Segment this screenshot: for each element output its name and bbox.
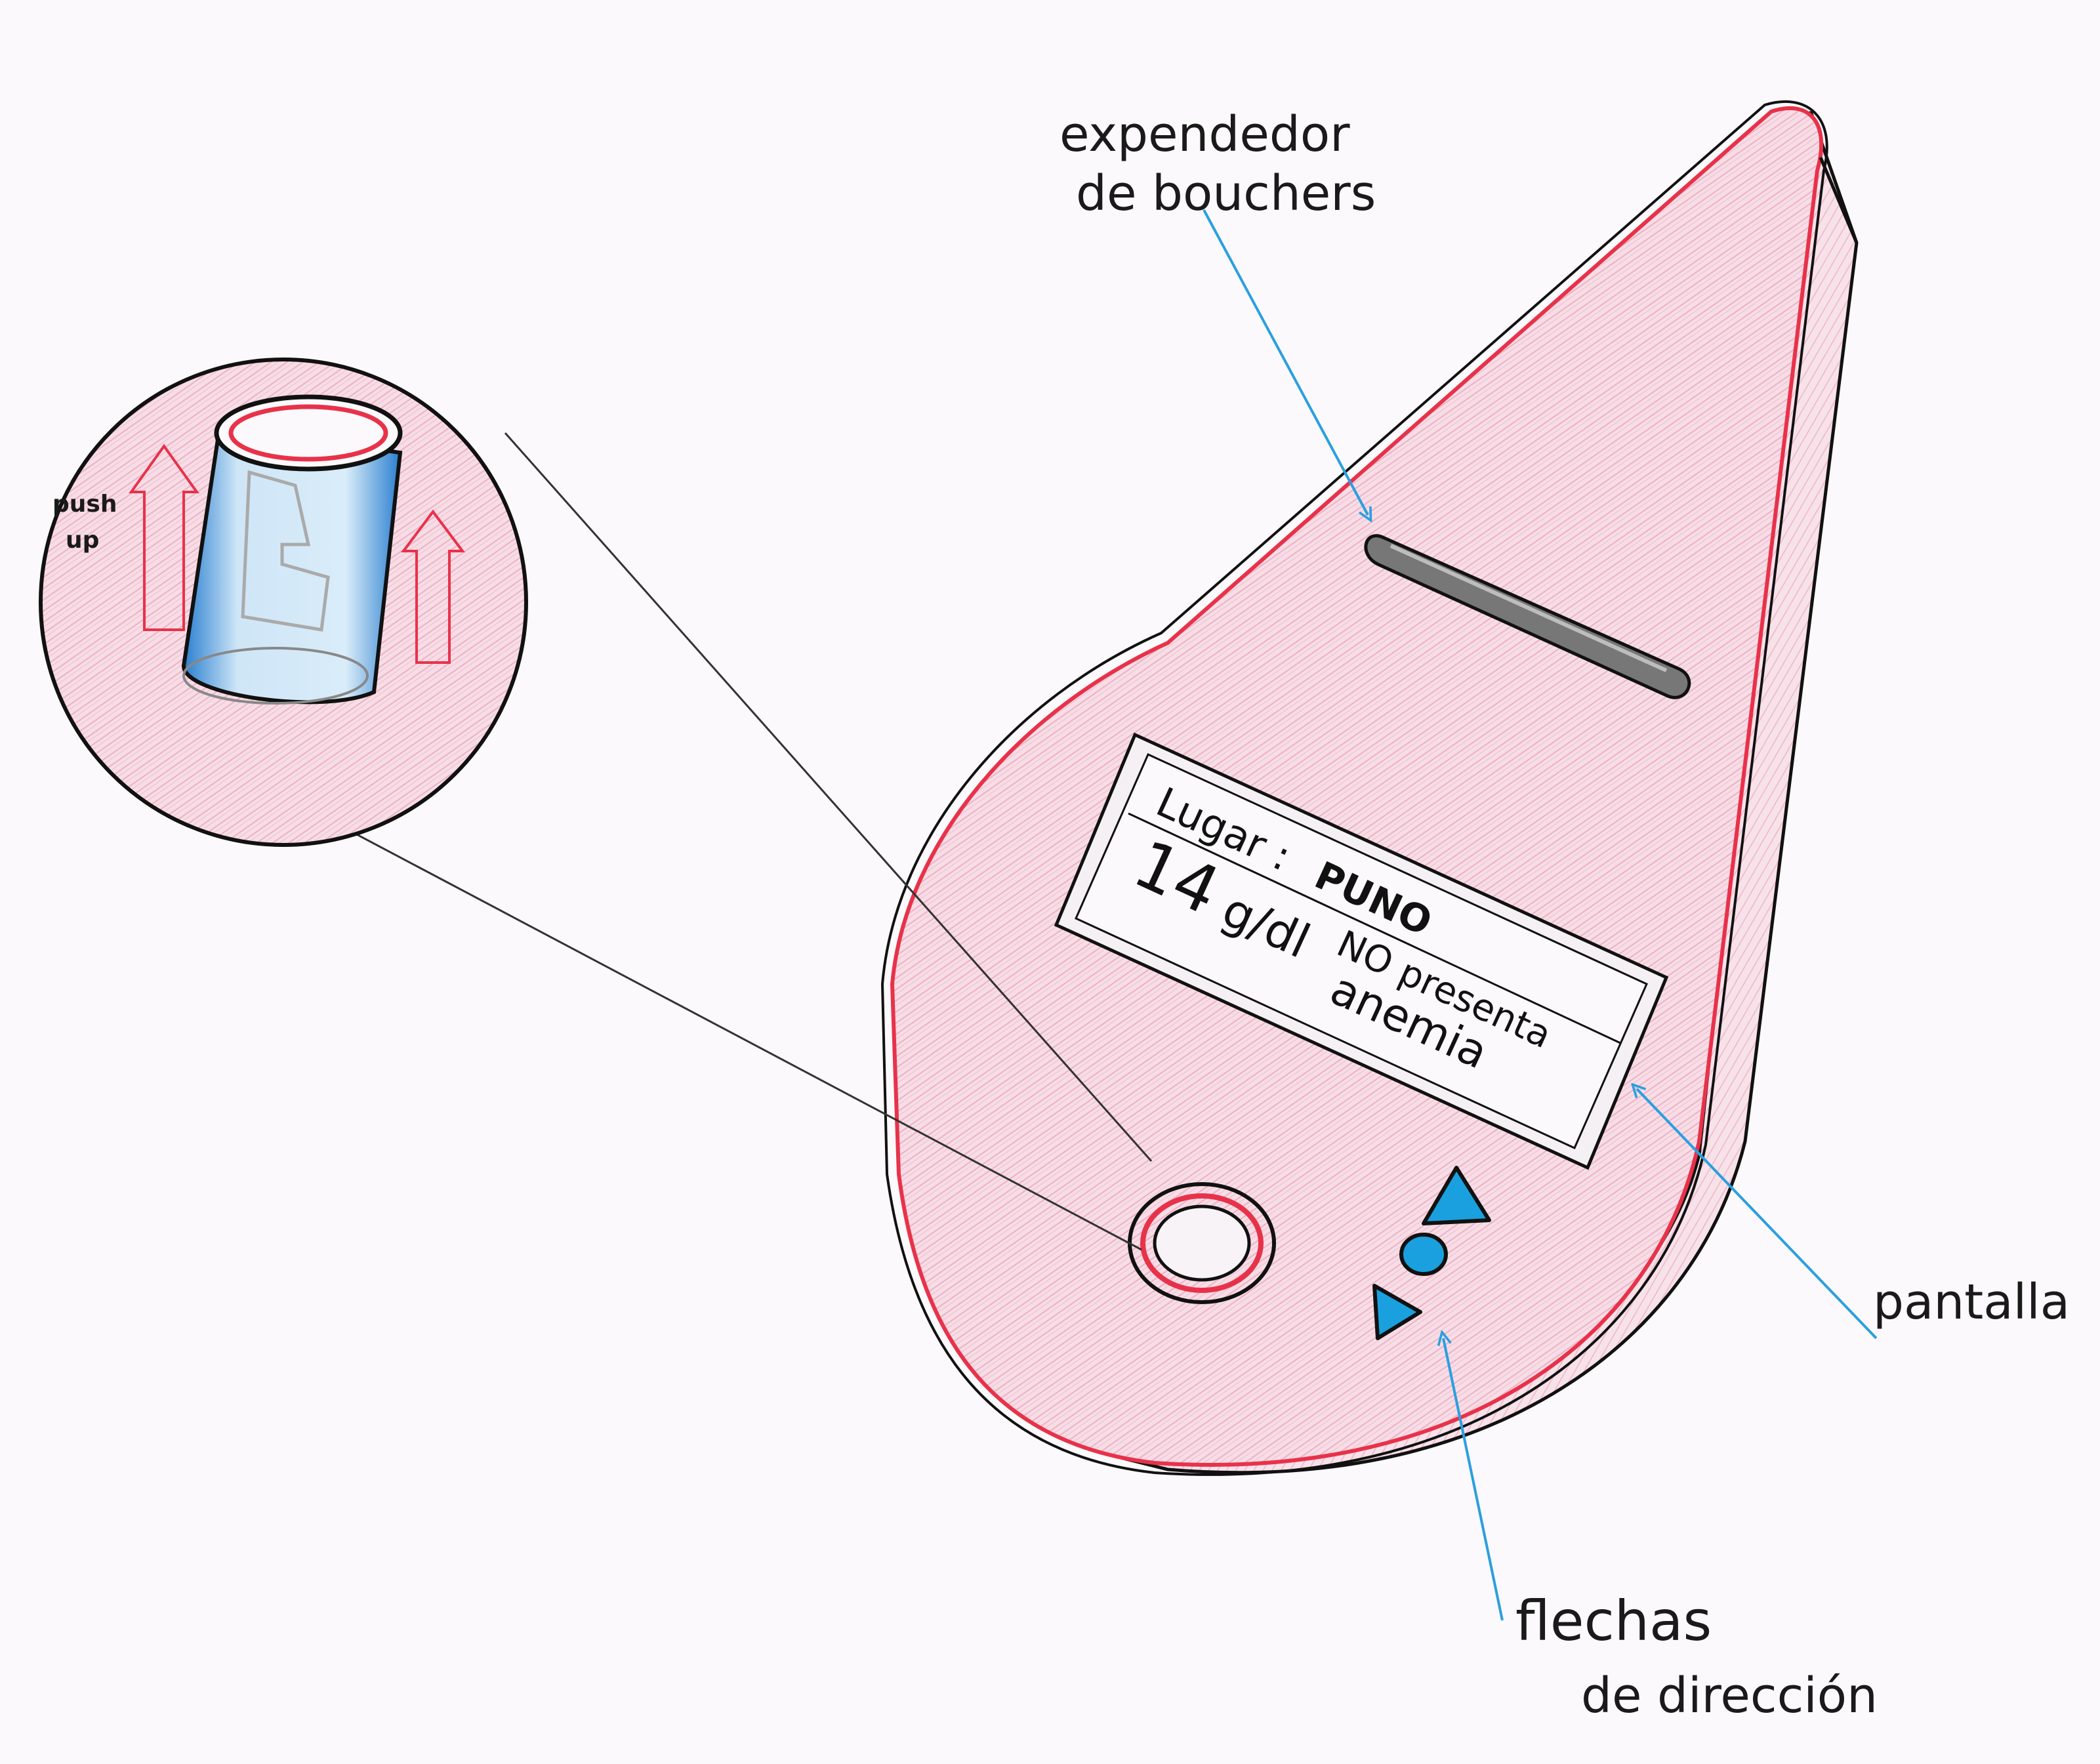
sample-port[interactable]	[1128, 1182, 1276, 1304]
arrow-up-icon	[129, 443, 199, 631]
label-expendedor-line1: expendedor	[1060, 106, 1350, 163]
zoom-connector-lines	[298, 432, 1153, 1251]
voucher-paper-icon	[241, 470, 330, 632]
label-flechas-line1: flechas	[1515, 1589, 1712, 1653]
push-up-label-line2: up	[66, 527, 99, 554]
screen-inner-frame	[1075, 752, 1648, 1150]
triangle-left-icon[interactable]	[1372, 1284, 1422, 1340]
circle-icon[interactable]	[1399, 1233, 1448, 1276]
device-top-edge-line	[1819, 157, 1859, 243]
label-flechas-line2: de dirección	[1581, 1668, 1878, 1724]
voucher-dispenser-slot[interactable]	[1364, 534, 1691, 699]
zoom-callout-circle: push up	[39, 358, 528, 847]
label-expendedor-line2: de bouchers	[1076, 165, 1376, 222]
direction-buttons	[1372, 1166, 1491, 1340]
voucher-cylinder	[181, 394, 403, 705]
label-pantalla: pantalla	[1873, 1274, 2070, 1330]
triangle-up-icon[interactable]	[1422, 1166, 1491, 1225]
pointer-arrows	[1203, 209, 1878, 1621]
screen-divider-line	[1128, 812, 1621, 1044]
device-outer-outline	[880, 100, 1828, 1476]
push-up-label-line1: push	[52, 491, 117, 518]
display-screen: Lugar : PUNO 14 g/dl NO presenta anemia	[1054, 732, 1669, 1170]
arrow-up-icon	[401, 509, 465, 664]
device-body	[880, 100, 1859, 1476]
